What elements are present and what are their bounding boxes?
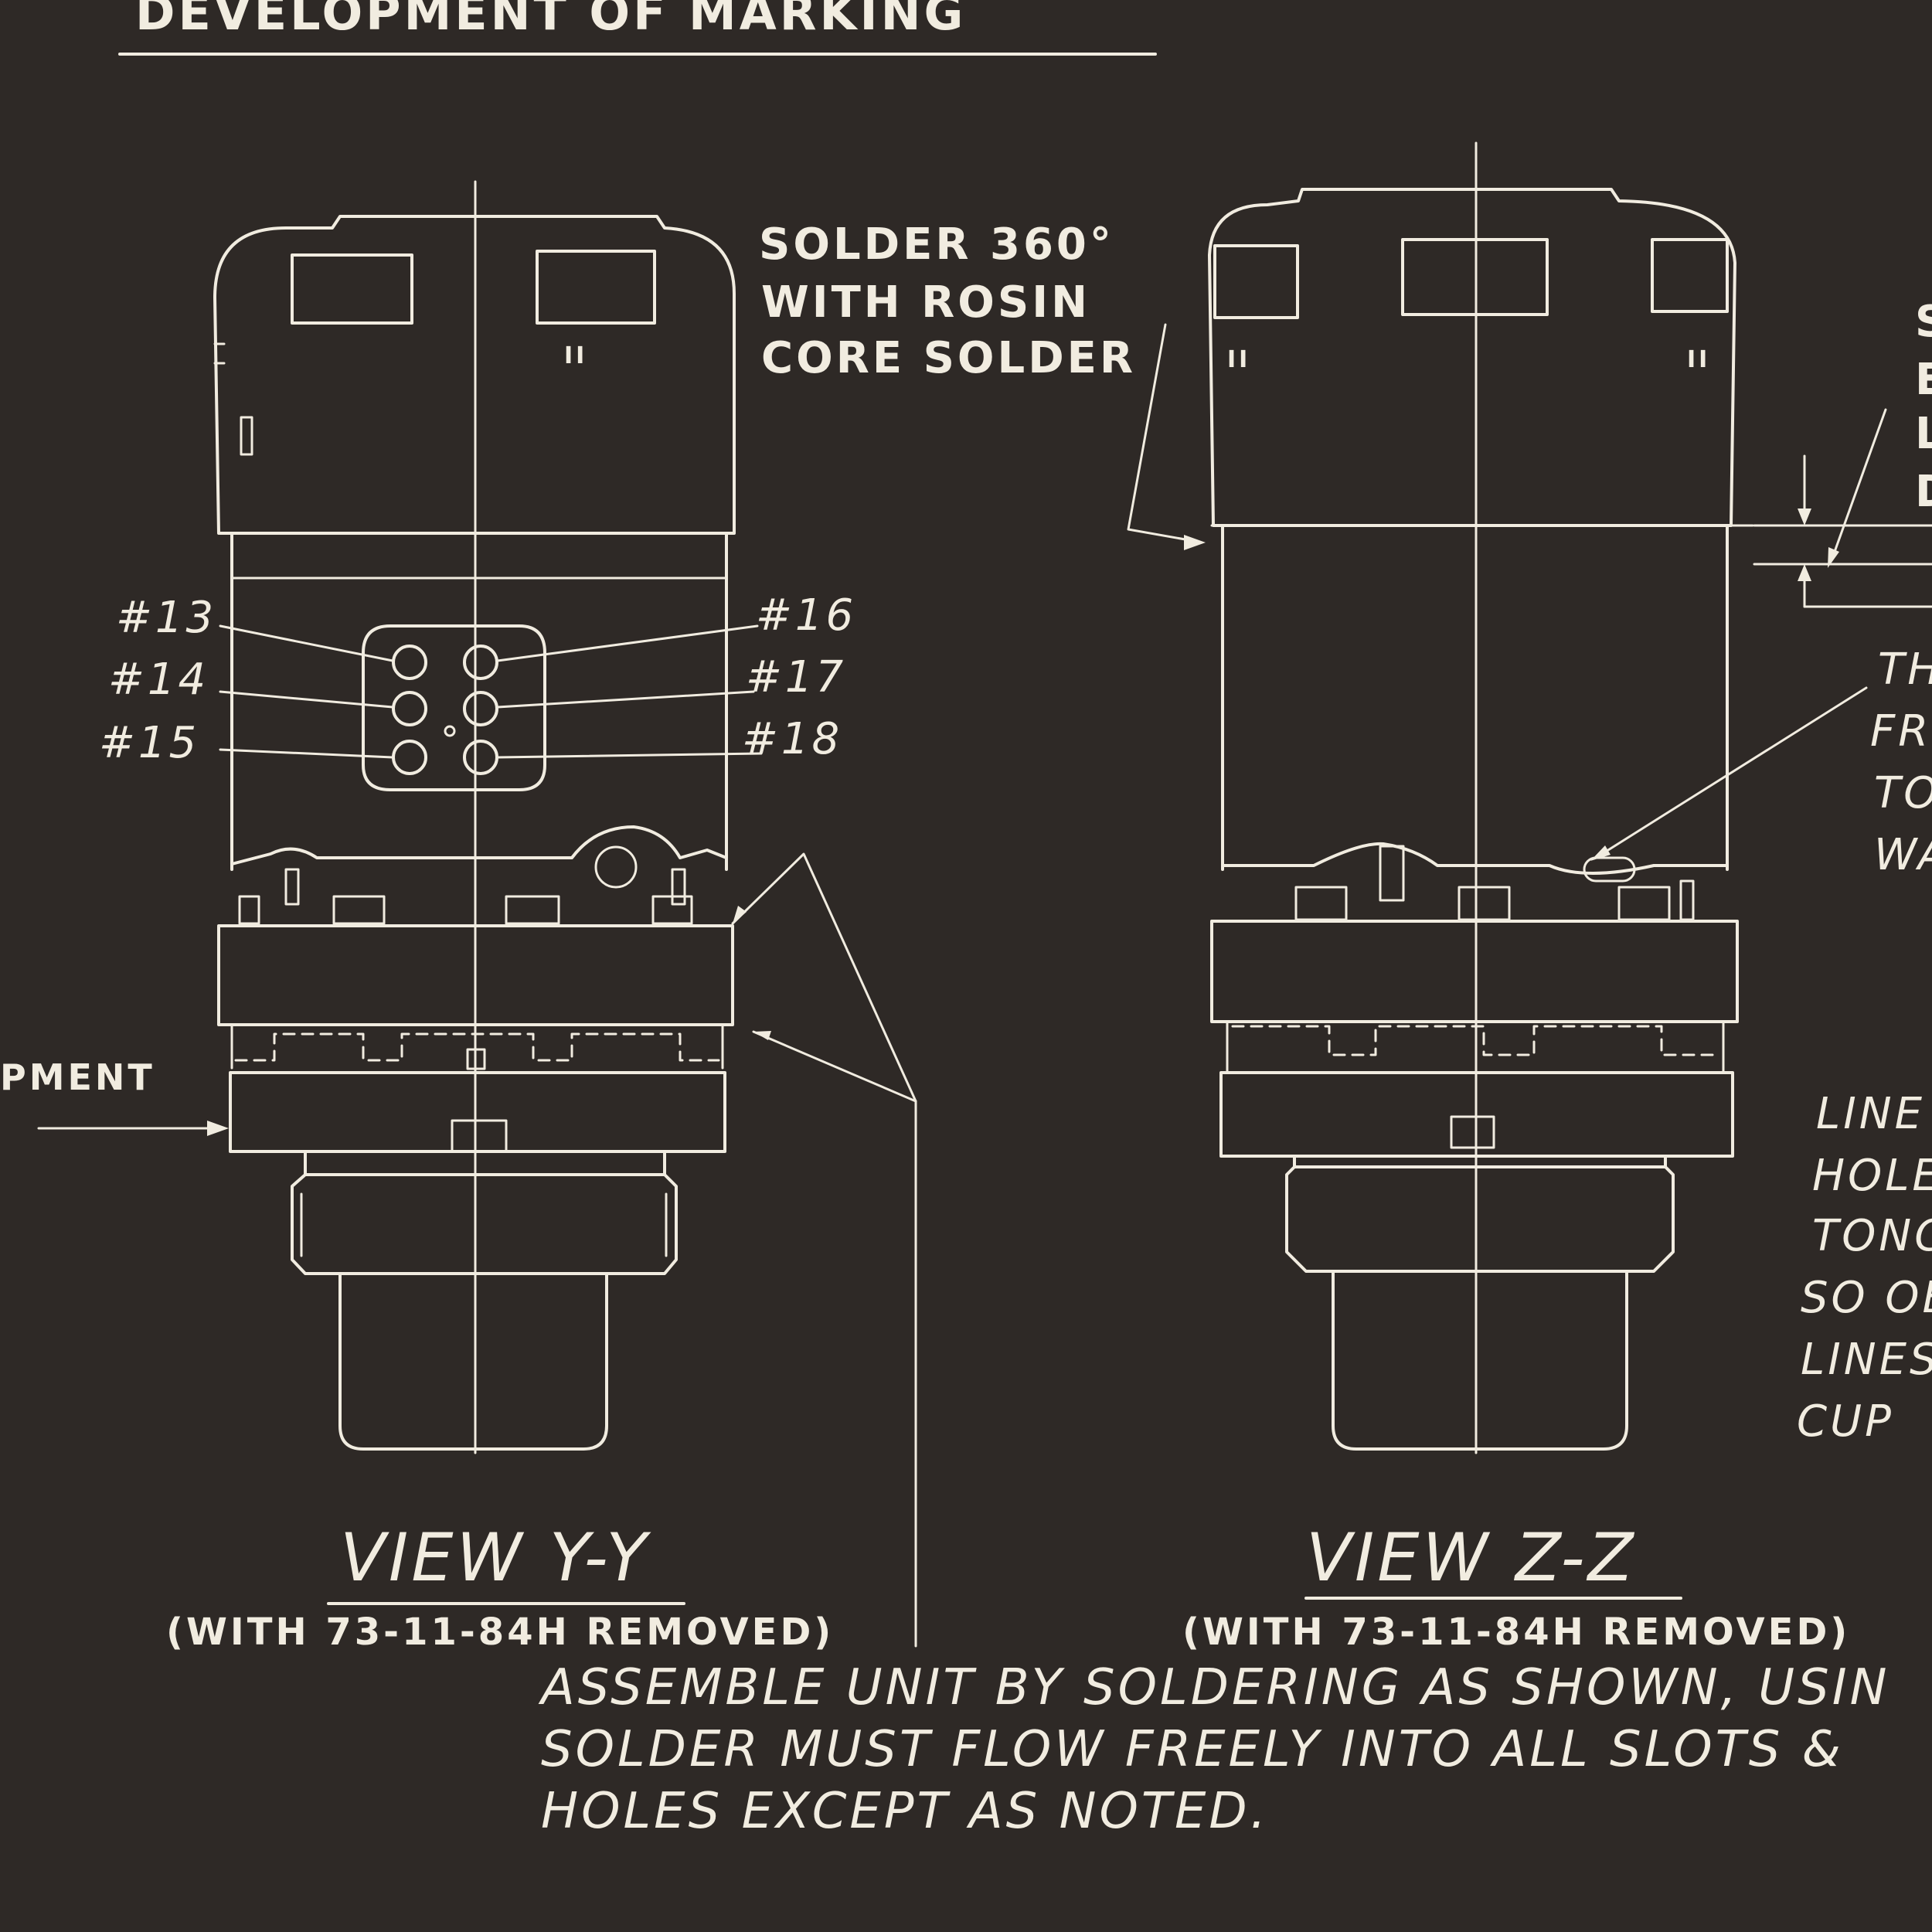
pin-16 [463, 645, 498, 680]
view-z-z-title: VIEW Z-Z [1306, 1519, 1636, 1597]
pin-label-18: #18 [742, 714, 842, 764]
pin-label-17: #17 [746, 652, 846, 702]
top-mark-right-view-left: II [1227, 346, 1250, 373]
pin-14 [392, 691, 427, 726]
window-right [536, 250, 656, 325]
lower-band-left [229, 1071, 726, 1153]
assembly-note-line-3: HOLES EXCEPT AS NOTED. [541, 1783, 1269, 1840]
solder-note-line-1: SOLDER 360° [759, 219, 1114, 270]
mid-body-left [230, 532, 728, 871]
top-mark-left-view: II [564, 342, 587, 369]
pin-label-16: #16 [756, 590, 856, 641]
solder-note-line-2: WITH ROSIN [761, 277, 1090, 328]
drawing-title: DEVELOPMENT OF MARKING [135, 0, 966, 41]
pin-17 [463, 691, 498, 726]
view-z-z-subtitle: (WITH 73-11-84H REMOVED) [1182, 1611, 1850, 1654]
bottom-cup-right [1332, 1270, 1628, 1451]
neck-left [304, 1150, 666, 1176]
bottom-cup-left [338, 1272, 608, 1451]
dashed-teeth-left [234, 1032, 720, 1062]
view-y-y-title: VIEW Y-Y [340, 1519, 651, 1597]
top-mark-right-view-right: II [1687, 346, 1710, 373]
flange-band-right [1210, 920, 1739, 1023]
connector-block [362, 624, 546, 791]
tongue-slot [1583, 856, 1636, 883]
edge-note-lower-6: CUP [1797, 1396, 1894, 1447]
flange-band-left [217, 924, 734, 1026]
edge-note-lower-5: LINES [1801, 1335, 1932, 1385]
edge-note-middle-2: FR [1870, 706, 1931, 757]
pin-13 [392, 645, 427, 680]
edge-note-middle-3: TO [1874, 768, 1932, 818]
top-cap-left [213, 215, 736, 535]
pin-label-14: #14 [108, 655, 209, 705]
edge-note-upper-4: D [1915, 467, 1932, 517]
pin-label-13: #13 [116, 593, 216, 643]
view-y-y-subtitle: (WITH 73-11-84H REMOVED) [166, 1611, 834, 1654]
upper-flange-edge [230, 825, 728, 866]
pin-label-15: #15 [99, 718, 199, 768]
edge-note-lower-2: HOLE [1812, 1151, 1932, 1201]
edge-note-lower-4: SO OB [1801, 1273, 1932, 1323]
window-left [291, 253, 413, 325]
edge-note-middle-1: TH [1878, 645, 1932, 695]
view-y-y-drawing [37, 180, 917, 1648]
threaded-part-left [291, 1173, 678, 1275]
dashed-teeth-right [1231, 1025, 1721, 1056]
edge-note-upper-3: L [1915, 409, 1932, 459]
edge-note-lower-3: TONG [1812, 1211, 1932, 1261]
solder-note-line-3: CORE SOLDER [761, 333, 1136, 383]
lower-band-right [1219, 1071, 1734, 1158]
edge-note-upper-1: S [1915, 297, 1932, 347]
solder-leader [1127, 323, 1196, 543]
edge-note-lower-1: LINE [1816, 1089, 1925, 1139]
pin-18 [463, 740, 498, 775]
assembly-note-line-1: ASSEMBLE UNIT BY SOLDERING AS SHOWN, USI… [538, 1659, 1889, 1716]
assembly-note-line-2: SOLDER MUST FLOW FREELY INTO ALL SLOTS & [541, 1721, 1844, 1778]
threaded-part-right [1285, 1165, 1675, 1273]
upper-flange-edge-right [1221, 842, 1729, 875]
cut-label: PMENT [0, 1056, 155, 1098]
pin-15 [392, 740, 427, 775]
view-z-z-drawing [1127, 141, 1932, 1454]
edge-note-middle-4: WA [1874, 830, 1932, 880]
edge-note-upper-2: E [1915, 355, 1932, 405]
